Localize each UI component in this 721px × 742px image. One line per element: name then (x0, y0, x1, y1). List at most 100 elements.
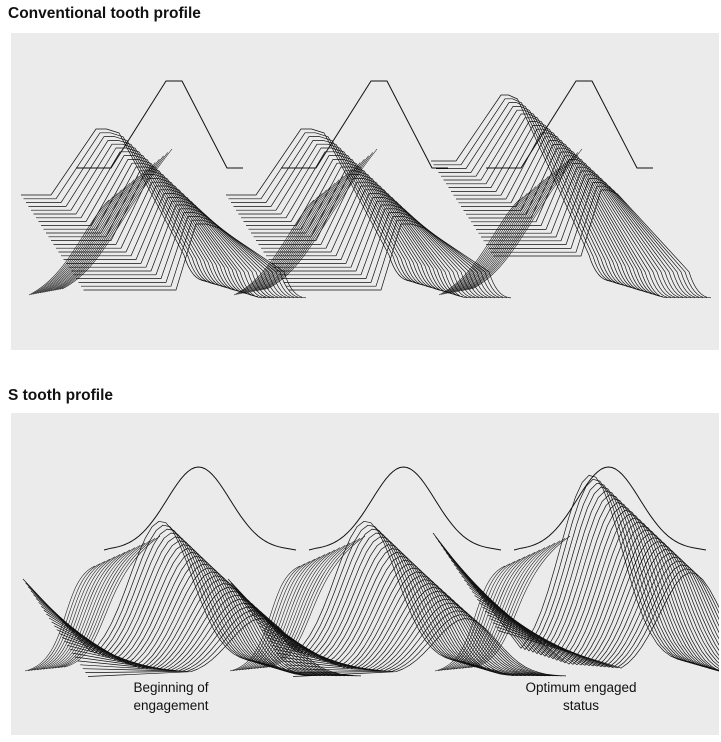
flank-trace-line (464, 542, 556, 669)
flank-trace-line (454, 176, 549, 293)
flank-trace-line (238, 193, 323, 295)
flank-trace-line (467, 155, 574, 291)
tooth-position-line (458, 136, 656, 295)
tooth-position-line (71, 204, 287, 299)
tooth-position-line (443, 490, 708, 667)
tooth-position-line (272, 587, 535, 677)
tooth-position-line (441, 109, 628, 287)
flank-trace-line (48, 169, 148, 292)
flank-trace-line (467, 540, 561, 668)
flank-trace-line (232, 563, 306, 671)
tooth-position-line (231, 136, 420, 284)
flank-trace-line (258, 162, 361, 291)
flank-trace-line (253, 169, 353, 292)
tooth-position-line (440, 486, 704, 666)
tooth-position-line (450, 502, 719, 671)
tooth-position-line (474, 537, 719, 666)
flank-trace-line (446, 556, 526, 671)
engagement-stage-3 (432, 466, 719, 672)
flank-trace-line (471, 148, 583, 290)
flank-trace-line (460, 165, 562, 292)
tooth-position-line (78, 216, 299, 299)
flank-trace-line (50, 165, 152, 292)
reference-rack-tooth (513, 466, 707, 551)
flank-trace-line (265, 538, 361, 668)
flank-trace-line (27, 563, 101, 671)
tooth-position-line (23, 132, 211, 283)
optimum-engaged-status-caption: Optimum engaged status (525, 680, 637, 713)
tooth-position-line (43, 162, 243, 293)
tooth-position-line (469, 529, 719, 667)
engagement-stage-1 (22, 466, 362, 677)
flank-trace-line (452, 179, 545, 293)
tooth-position-line (61, 189, 271, 299)
tooth-position-line (77, 602, 346, 677)
tooth-position-line (436, 102, 620, 284)
flank-trace-line (262, 155, 369, 291)
flank-trace-line (54, 542, 146, 669)
flank-trace-line (247, 179, 340, 293)
tooth-position-line (456, 510, 719, 672)
tooth-position-line (287, 610, 559, 677)
flank-trace-line (46, 172, 143, 293)
flank-trace-line (244, 554, 326, 670)
tooth-position-line (279, 598, 547, 677)
tooth-position-line (241, 151, 436, 289)
flank-trace-line (250, 549, 336, 670)
flank-trace-line (35, 189, 122, 295)
flank-trace-line (236, 196, 319, 295)
tooth-position-line (236, 143, 428, 287)
flank-trace-line (268, 535, 366, 668)
tooth-position-line (269, 583, 531, 677)
tooth-position-line (488, 182, 704, 299)
flank-trace-line (443, 558, 521, 671)
tooth-position-line (463, 144, 664, 297)
flank-trace-line (259, 542, 351, 669)
flank-trace-line (470, 538, 566, 668)
tooth-position-line (26, 136, 215, 284)
tooth-position-line (22, 520, 262, 663)
flank-trace-line (24, 565, 96, 672)
tooth-position-line (292, 618, 567, 677)
beginning-of-engagement-caption: Beginning of engagement (133, 680, 209, 713)
flank-trace-line (465, 159, 570, 291)
tooth-position-line (85, 614, 358, 677)
flank-trace-line (473, 535, 571, 668)
flank-trace-line (31, 196, 114, 295)
tooth-position-line (266, 579, 527, 677)
flank-trace-line (37, 186, 127, 294)
tooth-position-line (456, 132, 652, 294)
tooth-position-line (448, 121, 640, 290)
tooth-position-line (58, 185, 267, 299)
flank-trace-line (55, 159, 160, 291)
tooth-position-line (72, 594, 338, 677)
s-profile-title: S tooth profile (8, 387, 114, 404)
flank-trace-line (63, 535, 161, 668)
flank-trace-line (238, 558, 316, 671)
tooth-position-line (476, 163, 684, 299)
flank-trace-line (438, 199, 520, 296)
flank-trace-line (57, 540, 151, 668)
flank-trace-line (260, 159, 365, 291)
tooth-position-line (283, 216, 504, 299)
reference-rack-tooth (308, 466, 502, 551)
tooth-position-line (463, 521, 719, 672)
s-profile-panel: Beginning of engagement Optimum engaged … (11, 413, 719, 735)
tooth-position-line (226, 128, 412, 282)
tooth-position-line (481, 170, 692, 299)
tooth-position-line (445, 494, 712, 668)
tooth-position-line (48, 170, 251, 295)
tooth-position-line (261, 181, 468, 299)
tooth-position-line (240, 540, 487, 669)
flank-trace-line (33, 193, 118, 295)
tooth-position-line (228, 132, 416, 283)
tooth-position-line (435, 478, 696, 664)
flank-trace-line (253, 547, 341, 669)
flank-trace-line (440, 561, 516, 671)
tooth-position-line (437, 482, 700, 665)
flank-trace-line (28, 199, 110, 296)
flank-trace-line (463, 162, 566, 291)
flank-trace-line (59, 152, 169, 290)
tooth-position-line (41, 159, 239, 291)
tooth-position-line (82, 610, 354, 677)
